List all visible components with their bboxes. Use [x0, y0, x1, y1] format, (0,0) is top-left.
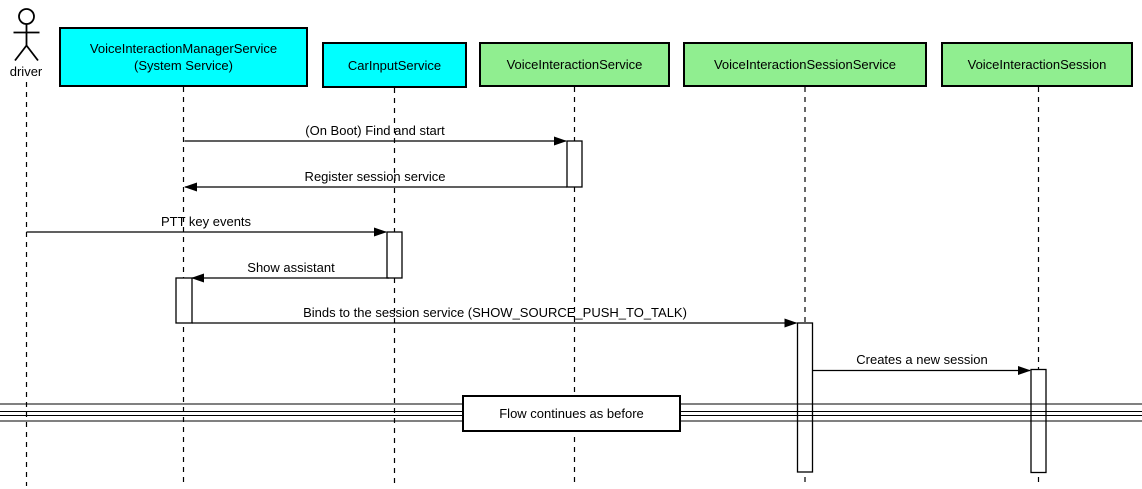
participant-label: VoiceInteractionSessionService — [713, 57, 897, 72]
activation-bar-carinputservice — [386, 231, 403, 279]
message-5-label: Binds to the session service (SHOW_SOURC… — [303, 305, 687, 320]
message-4-label: Show assistant — [247, 260, 335, 275]
actor-head — [18, 8, 35, 25]
message-1-arrowhead — [554, 136, 567, 146]
activation-bar-voiceinteractionsessionservice — [796, 322, 814, 473]
activation-bar-voiceinteractionservice — [566, 140, 583, 188]
participant-label: VoiceInteractionManagerService — [89, 41, 278, 56]
activation-bars — [175, 140, 1047, 474]
divider-label-box: Flow continues as before — [462, 395, 681, 432]
actor-icon — [13, 8, 40, 62]
actor-leg-left — [14, 44, 28, 62]
participant-carinputservice: CarInputService — [322, 42, 467, 88]
message-5-arrowhead — [784, 318, 798, 328]
message-1-label: (On Boot) Find and start — [305, 123, 445, 138]
participant-voiceinteractionservice: VoiceInteractionService — [479, 42, 670, 87]
participant-voiceinteractionsessionservice: VoiceInteractionSessionService — [683, 42, 927, 87]
participant-label: VoiceInteractionService — [506, 57, 643, 72]
participant-label: CarInputService — [347, 57, 442, 73]
participant-voiceinteractionsession: VoiceInteractionSession — [941, 42, 1133, 87]
message-2-label: Register session service — [304, 169, 446, 184]
message-arrows — [26, 136, 1031, 375]
message-2-arrowhead — [184, 182, 197, 192]
message-6-arrowhead — [1018, 366, 1031, 375]
actor-leg-right — [25, 44, 39, 62]
activation-bar-voiceinteractionmanagerservice — [175, 277, 193, 324]
message-3-label: PTT key events — [160, 214, 252, 229]
message-3-arrowhead — [374, 227, 387, 237]
message-6-label: Creates a new session — [856, 352, 988, 367]
participant-label: VoiceInteractionSession — [967, 57, 1107, 72]
actor-label: driver — [9, 64, 43, 79]
divider-label: Flow continues as before — [499, 406, 644, 421]
participant-voiceinteractionmanagerservice: VoiceInteractionManagerService (System S… — [59, 27, 308, 87]
message-4-arrowhead — [191, 273, 204, 283]
participant-sublabel: (System Service) — [134, 58, 233, 73]
